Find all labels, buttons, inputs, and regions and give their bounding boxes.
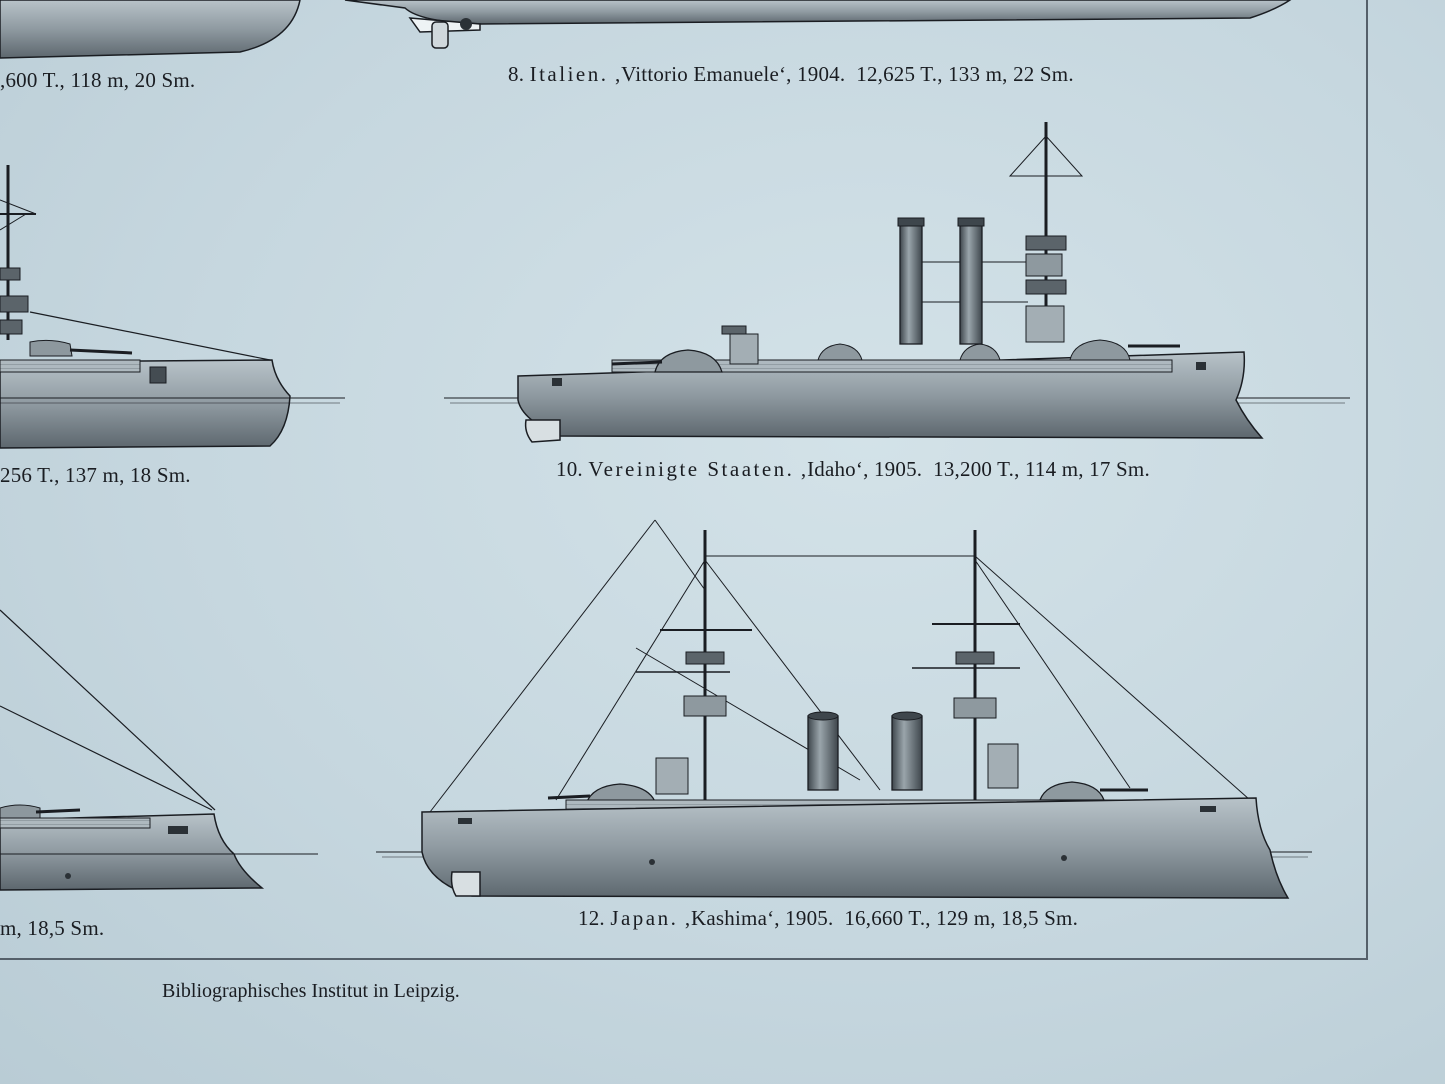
caption-specs: 16,660 T., 129 m, 18,5 Sm. — [844, 906, 1079, 930]
caption-ship-name: ‚Idaho‘, 1905. — [799, 457, 923, 481]
caption-country: Italien. — [529, 62, 609, 86]
caption-country: Japan. — [610, 906, 679, 930]
ship-8-fragment — [344, 0, 1292, 49]
caption-specs: 12,625 T., 133 m, 22 Sm. — [856, 62, 1074, 86]
caption-ship-name: ‚Kashima‘, 1905. — [683, 906, 834, 930]
caption-country: Vereinigte Staaten. — [588, 457, 795, 481]
caption-number: 10. — [556, 457, 583, 481]
caption-number: 12. — [578, 906, 605, 930]
caption-ship-name: ‚Vittorio Emanuele‘, 1904. — [613, 62, 846, 86]
caption-left-middle: 256 T., 137 m, 18 Sm. — [0, 463, 191, 487]
publisher-imprint: Bibliographisches Institut in Leipzig. — [162, 980, 460, 1002]
ship-left-middle-fragment — [0, 165, 345, 449]
caption-10: 10. Vereinigte Staaten. ‚Idaho‘, 1905. 1… — [556, 457, 1150, 482]
ship-10-idaho — [444, 122, 1350, 443]
plate-frame-bottom — [0, 958, 1368, 960]
caption-left-top: ,600 T., 118 m, 20 Sm. — [0, 68, 196, 92]
plate-frame-right — [1366, 0, 1368, 960]
ship-12-kashima — [376, 519, 1312, 899]
ship-left-bottom-fragment — [0, 609, 318, 891]
caption-specs: 13,200 T., 114 m, 17 Sm. — [933, 457, 1150, 481]
caption-12: 12. Japan. ‚Kashima‘, 1905. 16,660 T., 1… — [578, 906, 1078, 931]
caption-8: 8. Italien. ‚Vittorio Emanuele‘, 1904. 1… — [508, 62, 1074, 87]
caption-left-bottom: m, 18,5 Sm. — [0, 916, 105, 940]
caption-number: 8. — [508, 62, 525, 86]
ship-top-left-fragment — [0, 0, 301, 59]
